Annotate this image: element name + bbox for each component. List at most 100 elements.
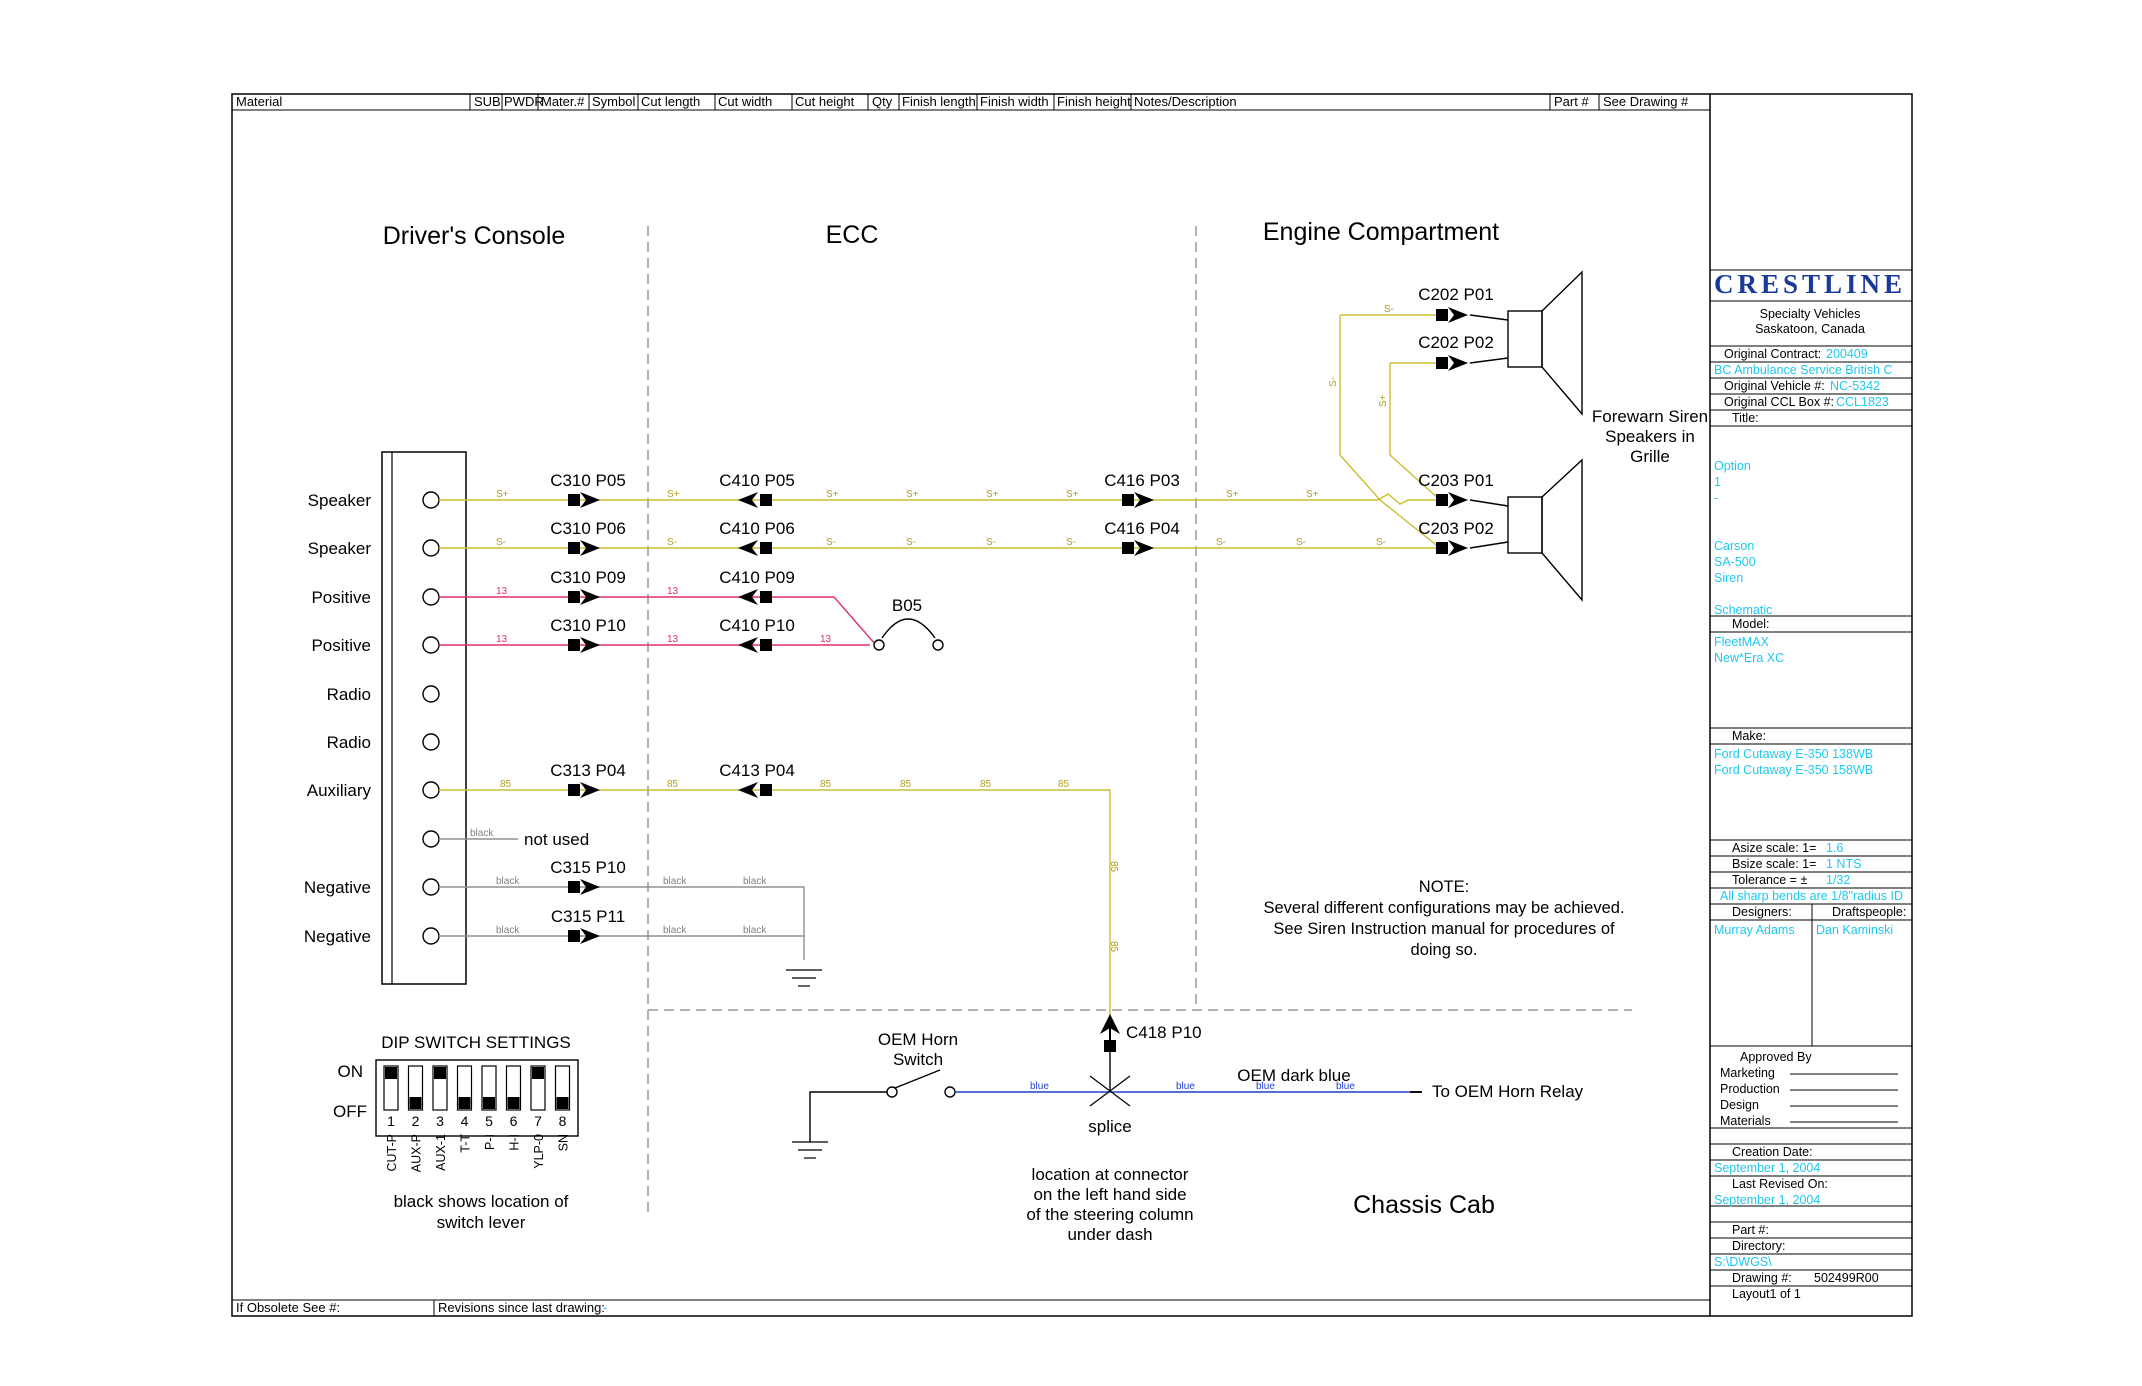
splice-symbol: [1089, 1075, 1131, 1107]
bsize-label: Bsize scale: 1=: [1732, 857, 1816, 871]
svg-text:S-: S-: [1328, 377, 1339, 387]
label-c315-p10: C315 P10: [550, 858, 626, 877]
dip-caption-2: switch lever: [437, 1213, 526, 1232]
svg-text:S-: S-: [826, 537, 836, 548]
label-c313-p04: C313 P04: [550, 761, 626, 780]
original-vehicle-value: NC-5342: [1830, 379, 1880, 393]
svg-text:S+: S+: [906, 489, 919, 500]
header-finish-length: Finish length: [902, 94, 976, 109]
dip-name-2: AUX-P: [410, 1134, 424, 1172]
model-label: Model:: [1732, 617, 1770, 631]
siren-label-2: Speakers in: [1605, 427, 1695, 446]
dip-lever-7: [532, 1067, 544, 1079]
dip-lever-8: [556, 1097, 569, 1109]
pin-label-speaker-1: Speaker: [308, 491, 372, 510]
pin-label-positive-1: Positive: [311, 588, 371, 607]
horn-wire-label-2: blue: [1176, 1081, 1195, 1092]
svg-text:S-: S-: [1384, 304, 1394, 315]
label-c410-p09: C410 P09: [719, 568, 795, 587]
siren-speaker-lower: [1469, 458, 1583, 602]
dip-lever-5: [483, 1097, 495, 1109]
tolerance-label: Tolerance = ±: [1732, 873, 1807, 887]
label-c203-p01: C203 P01: [1418, 471, 1494, 490]
directory-value: S:\DWGS\: [1714, 1255, 1772, 1269]
title-line-1: Option: [1714, 459, 1751, 473]
not-used-label: not used: [524, 830, 589, 849]
section-engine-compartment: Engine Compartment: [1263, 218, 1499, 246]
svg-text:S+: S+: [1306, 489, 1319, 500]
header-pwdr: PWDR: [504, 94, 544, 109]
dip-number-8: 8: [559, 1113, 567, 1129]
label-c203-p02: C203 P02: [1418, 519, 1494, 538]
dip-number-5: 5: [485, 1113, 493, 1129]
dip-name-5: P-I: [483, 1134, 497, 1150]
note-line-2: See Siren Instruction manual for procedu…: [1273, 920, 1615, 938]
header-finish-height: Finish height: [1057, 94, 1131, 109]
label-b05: B05: [892, 596, 922, 615]
drawing-number: 502499R00: [1814, 1271, 1879, 1285]
title-line-2: 1: [1714, 475, 1721, 489]
draftspeople-value: Dan Kaminski: [1816, 923, 1893, 937]
horn-ground-symbol: [792, 1141, 828, 1159]
dip-lever-1: [385, 1067, 397, 1079]
make-line-2: Ford Cutaway E-350 158WB: [1714, 763, 1873, 777]
svg-text:S+: S+: [1378, 394, 1389, 407]
pin-label-negative-2: Negative: [304, 927, 371, 946]
svg-text:85: 85: [500, 779, 512, 790]
pin-label-radio-2: Radio: [327, 733, 371, 752]
section-ecc: ECC: [826, 221, 879, 249]
draftspeople-label: Draftspeople:: [1832, 905, 1906, 919]
revised-label: Last Revised On:: [1732, 1177, 1828, 1191]
svg-text:S+: S+: [1066, 489, 1079, 500]
footer-revisions: Revisions since last drawing:: [438, 1300, 605, 1315]
dip-number-7: 7: [534, 1113, 542, 1129]
dip-name-3: AUX-1: [434, 1134, 448, 1171]
svg-text:85: 85: [1108, 861, 1119, 873]
dip-off-label: OFF: [333, 1102, 367, 1121]
horn-wire-label-1: blue: [1030, 1081, 1049, 1092]
title-line-3: -: [1714, 491, 1718, 505]
pin-label-speaker-2: Speaker: [308, 539, 372, 558]
approval-production: Production: [1720, 1082, 1780, 1096]
sheet-border: [231, 93, 1913, 1317]
original-vehicle-label: Original Vehicle #:: [1724, 379, 1825, 393]
footer-obsolete: If Obsolete See #:: [236, 1300, 340, 1315]
horn-wire-name: OEM dark blue: [1237, 1066, 1350, 1085]
original-ccl-label: Original CCL Box #:: [1724, 395, 1834, 409]
dip-name-4: T-T: [459, 1134, 473, 1153]
dip-number-4: 4: [461, 1113, 469, 1129]
dip-name-7: YLP-0: [532, 1134, 546, 1169]
approval-marketing: Marketing: [1720, 1066, 1775, 1080]
note-line-3: doing so.: [1411, 941, 1478, 959]
title-line-6: SA-500: [1714, 555, 1756, 569]
model-line-1: FleetMAX: [1714, 635, 1770, 649]
label-c310-p09: C310 P09: [550, 568, 626, 587]
horn-switch-label-1: OEM Horn: [878, 1030, 958, 1049]
location-note-2: on the left hand side: [1033, 1185, 1186, 1204]
header-cut-length: Cut length: [641, 94, 700, 109]
label-c410-p06: C410 P06: [719, 519, 795, 538]
console-terminal-block: [381, 451, 467, 985]
svg-text:S-: S-: [1216, 537, 1226, 548]
tolerance-value: 1/32: [1826, 873, 1850, 887]
pin-label-radio-1: Radio: [327, 685, 371, 704]
svg-text:black: black: [470, 828, 494, 839]
wire-code-labels: S+ S+ S+ S+ S+ S+ S+ S+ S- S- S- S- S- S…: [470, 304, 1394, 953]
header-cut-height: Cut height: [795, 94, 855, 109]
note-title: NOTE:: [1419, 878, 1469, 896]
title-block: [1710, 269, 1912, 1287]
label-c413-p04: C413 P04: [719, 761, 795, 780]
drawing-label: Drawing #:: [1732, 1271, 1792, 1285]
svg-text:S-: S-: [986, 537, 996, 548]
dip-lever-3: [434, 1067, 446, 1079]
svg-text:13: 13: [496, 586, 508, 597]
svg-text:85: 85: [1108, 941, 1119, 953]
label-c315-p11: C315 P11: [551, 907, 625, 926]
svg-text:black: black: [663, 876, 687, 887]
crestline-logo: CRESTLINE: [1714, 269, 1906, 299]
svg-text:black: black: [743, 925, 767, 936]
title-line-5: Carson: [1714, 539, 1754, 553]
dip-caption-1: black shows location of: [394, 1192, 569, 1211]
designers-label: Designers:: [1732, 905, 1792, 919]
